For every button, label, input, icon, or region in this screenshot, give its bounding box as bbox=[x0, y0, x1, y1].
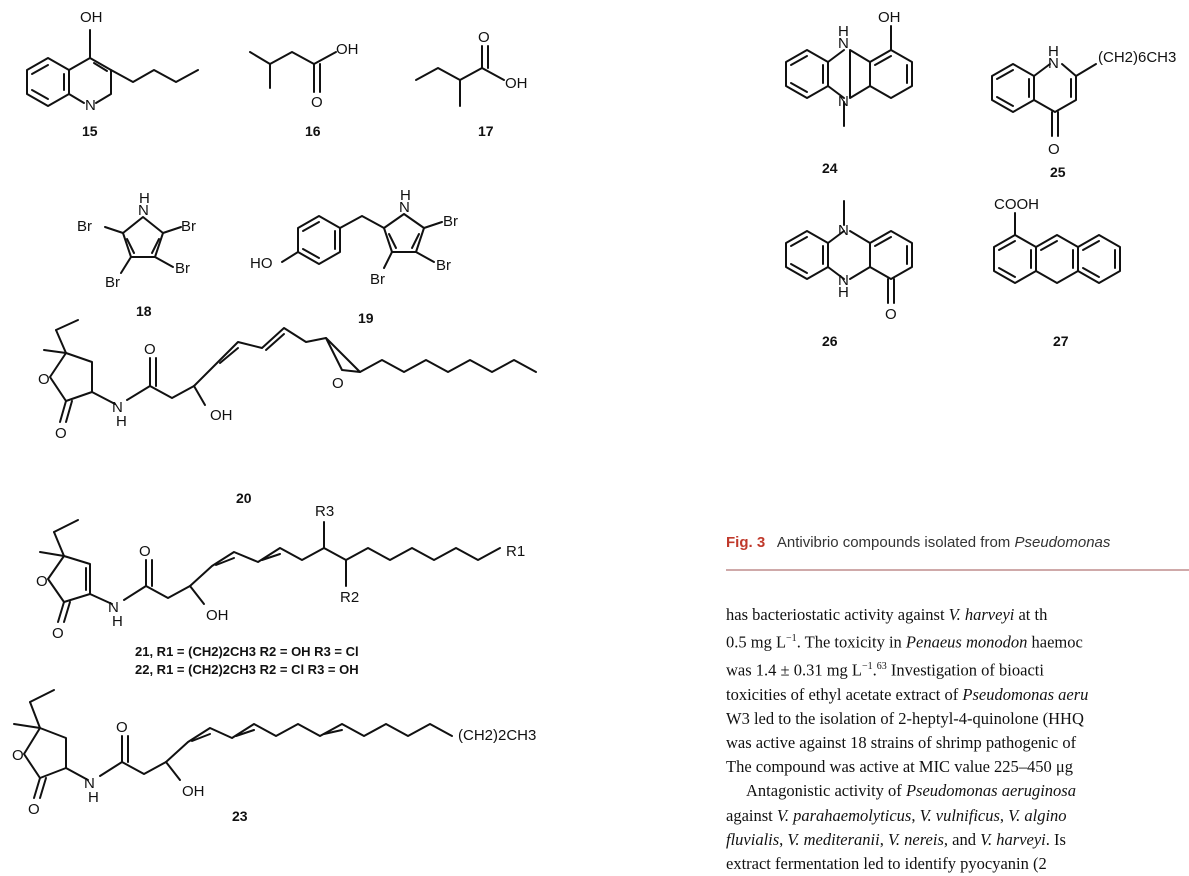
compound-16-structure: OH O bbox=[249, 41, 359, 111]
compound-number-17: 17 bbox=[478, 123, 494, 139]
compound-number-20: 20 bbox=[236, 490, 252, 506]
oxygen-label: O bbox=[28, 801, 40, 818]
hydroxyl-label: OH bbox=[336, 41, 359, 58]
bromine-label: Br bbox=[436, 257, 451, 274]
caption-text: Antivibrio compounds isolated from bbox=[776, 534, 1011, 551]
nitrogen-label: N bbox=[838, 272, 849, 289]
bromine-label: Br bbox=[105, 274, 120, 291]
body-line: toxicities of ethyl acetate extract of P… bbox=[726, 684, 1089, 704]
compound-17-structure: O OH bbox=[415, 29, 528, 107]
hydrogen-label: H bbox=[88, 789, 99, 806]
nitrogen-label: N bbox=[838, 35, 849, 52]
nitrogen-label: N bbox=[838, 222, 849, 239]
body-line: Antagonistic activity of Pseudomonas aer… bbox=[746, 781, 1076, 801]
compound-22-legend: 22, R1 = (CH2)2CH3 R2 = Cl R3 = OH bbox=[135, 662, 359, 677]
oxygen-label: O bbox=[144, 341, 156, 358]
hydroxyl-label: OH bbox=[182, 783, 205, 800]
hydrogen-label: H bbox=[139, 190, 150, 207]
hydrogen-label: H bbox=[112, 613, 123, 630]
compound-number-15: 15 bbox=[82, 123, 98, 139]
bromine-label: Br bbox=[443, 213, 458, 230]
r2-label: R2 bbox=[340, 589, 359, 606]
body-line: W3 led to the isolation of 2-heptyl-4-qu… bbox=[726, 708, 1084, 728]
hydroxyl-label: HO bbox=[250, 255, 273, 272]
oxygen-label: O bbox=[12, 747, 24, 764]
hydroxyl-label: OH bbox=[210, 407, 233, 424]
r3-label: R3 bbox=[315, 503, 334, 520]
nitrogen-label: N bbox=[85, 97, 96, 114]
figure-caption: Fig. 3 Antivibrio compounds isolated fro… bbox=[726, 534, 1110, 551]
oxygen-label: O bbox=[55, 425, 67, 442]
nitrogen-label: N bbox=[112, 399, 123, 416]
body-line: against V. parahaemolyticus, V. vulnific… bbox=[726, 805, 1067, 825]
carboxyl-label: COOH bbox=[994, 196, 1039, 213]
caption-divider bbox=[726, 569, 1189, 571]
oxygen-label: O bbox=[478, 29, 490, 46]
nitrogen-label: N bbox=[399, 199, 410, 216]
heptyl-label: (CH2)6CH3 bbox=[1098, 49, 1176, 66]
body-line: extract fermentation led to identify pyo… bbox=[726, 854, 1047, 874]
compound-number-18: 18 bbox=[136, 303, 152, 319]
hydroxyl-label: OH bbox=[878, 9, 901, 26]
bromine-label: Br bbox=[77, 218, 92, 235]
caption-genus: Pseudomonas bbox=[1014, 534, 1111, 551]
compound-18-structure: N H Br Br Br Br bbox=[77, 190, 196, 291]
hydroxyl-label: OH bbox=[206, 607, 229, 624]
oxygen-label: O bbox=[332, 375, 344, 392]
nitrogen-label: N bbox=[108, 599, 119, 616]
hydroxyl-label: OH bbox=[505, 75, 528, 92]
compound-26-structure: N N H O bbox=[785, 200, 913, 323]
oxygen-label: O bbox=[36, 573, 48, 590]
bromine-label: Br bbox=[370, 271, 385, 288]
nitrogen-label: N bbox=[838, 93, 849, 110]
bromine-label: Br bbox=[175, 260, 190, 277]
oxygen-label: O bbox=[311, 94, 323, 111]
compound-27-structure: COOH bbox=[993, 196, 1121, 284]
compound-number-16: 16 bbox=[305, 123, 321, 139]
body-line: fluvialis, V. mediteranii, V. nereis, an… bbox=[726, 829, 1066, 849]
oxygen-label: O bbox=[1048, 141, 1060, 158]
hydroxyl-label: OH bbox=[80, 9, 103, 26]
body-line: was active against 18 strains of shrimp … bbox=[726, 733, 1077, 753]
figure-label: Fig. 3 bbox=[726, 534, 766, 551]
hydrogen-label: H bbox=[1048, 43, 1059, 60]
hydrogen-label: H bbox=[838, 284, 849, 301]
oxygen-label: O bbox=[139, 543, 151, 560]
oxygen-label: O bbox=[38, 371, 50, 388]
compound-25-structure: N H O (CH2)6CH3 bbox=[991, 43, 1176, 158]
compound-23-structure: O O N H O OH (CH2)2CH3 bbox=[12, 689, 536, 818]
r1-label: R1 bbox=[506, 543, 525, 560]
hydrogen-label: H bbox=[116, 413, 127, 430]
body-text-column: has bacteriostatic activity against V. h… bbox=[726, 603, 1189, 876]
compound-number-24: 24 bbox=[822, 160, 838, 176]
nitrogen-label: N bbox=[138, 202, 149, 219]
compound-number-23: 23 bbox=[232, 808, 248, 824]
propyl-label: (CH2)2CH3 bbox=[458, 727, 536, 744]
body-line: was 1.4 ± 0.31 mg L−1.63 Investigation o… bbox=[726, 660, 1044, 680]
hydrogen-label: H bbox=[838, 23, 849, 40]
compound-number-27: 27 bbox=[1053, 333, 1069, 349]
compound-15-structure: OH N bbox=[26, 9, 199, 114]
hydrogen-label: H bbox=[400, 187, 411, 204]
oxygen-label: O bbox=[52, 625, 64, 642]
oxygen-label: O bbox=[116, 719, 128, 736]
bromine-label: Br bbox=[181, 218, 196, 235]
compound-21-legend: 21, R1 = (CH2)2CH3 R2 = OH R3 = Cl bbox=[135, 644, 359, 659]
nitrogen-label: N bbox=[1048, 55, 1059, 72]
nitrogen-label: N bbox=[84, 775, 95, 792]
compound-number-25: 25 bbox=[1050, 164, 1066, 180]
compound-21-22-structure: O O N H O OH R3 R2 R1 bbox=[36, 503, 525, 642]
body-line: 0.5 mg L−1. The toxicity in Penaeus mono… bbox=[726, 632, 1083, 652]
body-line: has bacteriostatic activity against V. h… bbox=[726, 605, 1048, 624]
compound-number-26: 26 bbox=[822, 333, 838, 349]
oxygen-label: O bbox=[885, 306, 897, 323]
body-line: The compound was active at MIC value 225… bbox=[726, 757, 1074, 777]
compound-19-structure: HO N H Br Br Br bbox=[250, 187, 458, 288]
compound-20-structure: O O N H O OH O bbox=[38, 319, 537, 442]
compound-number-19: 19 bbox=[358, 310, 374, 326]
compound-24-structure: N H N OH bbox=[785, 9, 913, 127]
